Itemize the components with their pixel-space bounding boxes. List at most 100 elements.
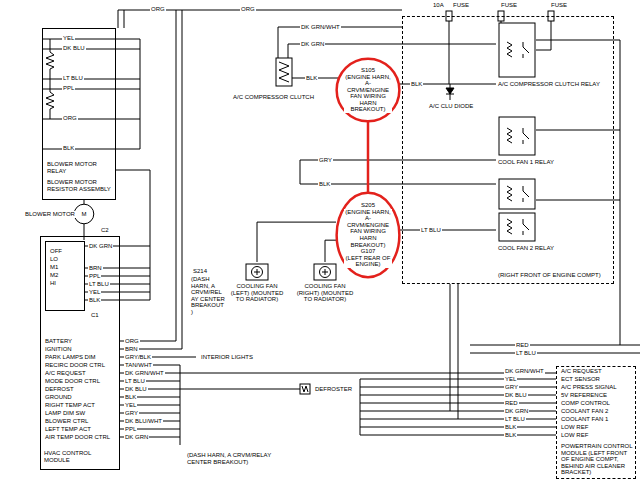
- relay-coil: [507, 186, 512, 201]
- wire-label: PPL: [62, 85, 75, 92]
- splice-callout: S205(ENGINE HARN, A-CRVM/ENGINE FAN WIRI…: [336, 192, 400, 278]
- wire-label: C2: [100, 227, 110, 234]
- node-text: ECT SENSOR: [560, 376, 601, 383]
- wire: [42, 39, 140, 149]
- node-text: LO: [49, 256, 59, 263]
- node-text: COOLING FAN (LEFT) (MOUNTED TO RADIATOR): [227, 283, 287, 303]
- wire-label: 10A: [432, 2, 445, 9]
- relay-coil: [507, 219, 512, 234]
- wire-label: LT BLU: [504, 416, 526, 423]
- node-text: HI: [49, 280, 57, 287]
- node-text: OFF: [49, 248, 63, 255]
- relay-symbol: [497, 21, 537, 79]
- node-content: COOL FAN 1 RELAY: [497, 115, 613, 166]
- wire-label: DK BLU: [124, 386, 148, 393]
- wire-label: BLK: [410, 81, 423, 88]
- relay-case: [499, 23, 535, 77]
- wire-label: BRN: [88, 265, 103, 272]
- pcm-box: A/C REQUESTECT SENSORA/C PRESS SIGNAL5V …: [556, 366, 636, 479]
- wire-label: FUSE: [452, 2, 470, 9]
- wire-label: LT BLU: [124, 378, 146, 385]
- wire: [120, 341, 556, 445]
- motor-circle: [74, 204, 94, 224]
- wire-label: DK GRN: [504, 408, 529, 415]
- wire-connector: [257, 222, 336, 262]
- node-text: M: [81, 211, 88, 218]
- wire-label: DK BLU: [504, 392, 528, 399]
- node-text: LEFT TEMP ACT: [44, 426, 92, 433]
- relay-switch: [523, 219, 529, 235]
- relay: COOL FAN 2 RELAY: [497, 177, 613, 259]
- wire-label: LT BLU: [88, 281, 110, 288]
- node-text: A/C COMPRESSOR CLUTCH RELAY: [497, 81, 601, 88]
- node-text: AIR TEMP DOOR CTRL: [44, 434, 111, 441]
- wire-label: BLK: [124, 394, 137, 401]
- wire-label: DK GRN: [124, 434, 149, 441]
- node-text: A/C REQUEST: [560, 368, 603, 375]
- relay-symbol: [497, 177, 537, 243]
- node-text: LAMP DIM SW: [44, 410, 86, 417]
- wire-label: TAN/WHT: [124, 362, 153, 369]
- highlight-ring: [337, 59, 400, 122]
- wire-label: DK GRN/WHT: [124, 370, 165, 377]
- wire-label: PPL: [88, 273, 101, 280]
- wire-label: A/C CLU DIODE: [428, 103, 474, 110]
- relay-case: [499, 213, 535, 241]
- node-text: POWERTRAIN CONTROL MODULE (LEFT FRONT OF…: [560, 443, 634, 476]
- node-text: DEFROST: [44, 386, 75, 393]
- wire-label: ORG: [62, 115, 78, 122]
- node-content: M: [76, 211, 92, 218]
- node-content: A/C COMPRESSOR CLUTCH RELAY: [497, 21, 613, 88]
- wire-label: BRN: [124, 346, 139, 353]
- relay-switch: [523, 42, 529, 58]
- node-text: COOLANT FAN 1: [560, 416, 609, 423]
- wire-label: DEFROSTER: [314, 386, 353, 393]
- wire: [118, 10, 402, 349]
- wire-label: DK GRN/WHT: [300, 24, 341, 31]
- highlight-line: [367, 122, 370, 192]
- node-text: G107: [360, 248, 377, 255]
- node-text: A/C PRESS SIGNAL: [560, 384, 618, 391]
- node-content: COOLING FAN (LEFT) (MOUNTED TO RADIATOR): [227, 263, 287, 303]
- wire-label: (DASH HARN, A CRVM/RELAY CENTER BREAKOUT…: [186, 452, 276, 465]
- node-content: COOLING FAN (RIGHT) (MOUNTED TO RADIATOR…: [295, 263, 355, 303]
- node-text: IGNITION: [44, 346, 73, 353]
- electrical-center-box: (RIGHT FRONT OF ENGINE COMPT) A/C COMPRES…: [402, 16, 614, 284]
- fan-motor: [320, 267, 331, 278]
- wire-label: DK GRN/WHT: [504, 368, 545, 375]
- wire-label: BLK: [62, 145, 75, 152]
- wire-label: RED: [504, 400, 519, 407]
- wire-label: LT BLU: [62, 75, 84, 82]
- node-text: COOLING FAN (RIGHT) (MOUNTED TO RADIATOR…: [295, 283, 355, 303]
- relay-assembly-box: BLOWER MOTOR RELAYBLOWER MOTOR RESISTOR …: [42, 28, 116, 200]
- wire-label: C1: [90, 312, 100, 319]
- wire-label: S214: [192, 268, 208, 275]
- wire-label: BLK: [318, 181, 331, 188]
- node-content: S105(ENGINE HARN, A-CRVM/ENGINE FAN WIRI…: [344, 67, 392, 113]
- control-module-box: BATTERYIGNITIONPARK LAMPS DIMRECIRC DOOR…: [40, 236, 120, 470]
- node-text: (LEFT REAR OF ENGINE): [344, 255, 392, 268]
- node-text: GROUND: [44, 394, 73, 401]
- wire-label: ORG: [240, 6, 256, 13]
- node-text: (RIGHT FRONT OF ENGINE COMPT): [497, 272, 602, 279]
- wire-label: YEL: [504, 376, 517, 383]
- node-text: A/C REQUEST: [44, 370, 87, 377]
- relay-symbol: [497, 115, 537, 157]
- wire-label: PPL: [124, 426, 137, 433]
- node-content: S205(ENGINE HARN, A-CRVM/ENGINE FAN WIRI…: [344, 202, 392, 268]
- fan-housing: [314, 264, 336, 280]
- fan-housing: [246, 264, 268, 280]
- wire-label: GRY: [504, 384, 519, 391]
- wire-label: GRY: [124, 410, 139, 417]
- node-text: 5V REFERENCE: [560, 392, 608, 399]
- highlight-ring: [337, 193, 400, 277]
- node-text: COOL FAN 1 RELAY: [497, 159, 555, 166]
- fan-motor-symbol: [245, 263, 269, 281]
- node-text: S205: [360, 202, 376, 209]
- node-text: COOL FAN 2 RELAY: [497, 245, 555, 252]
- defroster-symbol: [300, 384, 310, 394]
- wire-label: INTERIOR LIGHTS: [200, 354, 254, 361]
- relay: COOL FAN 1 RELAY: [497, 115, 613, 173]
- wire-label: BLK: [88, 297, 101, 304]
